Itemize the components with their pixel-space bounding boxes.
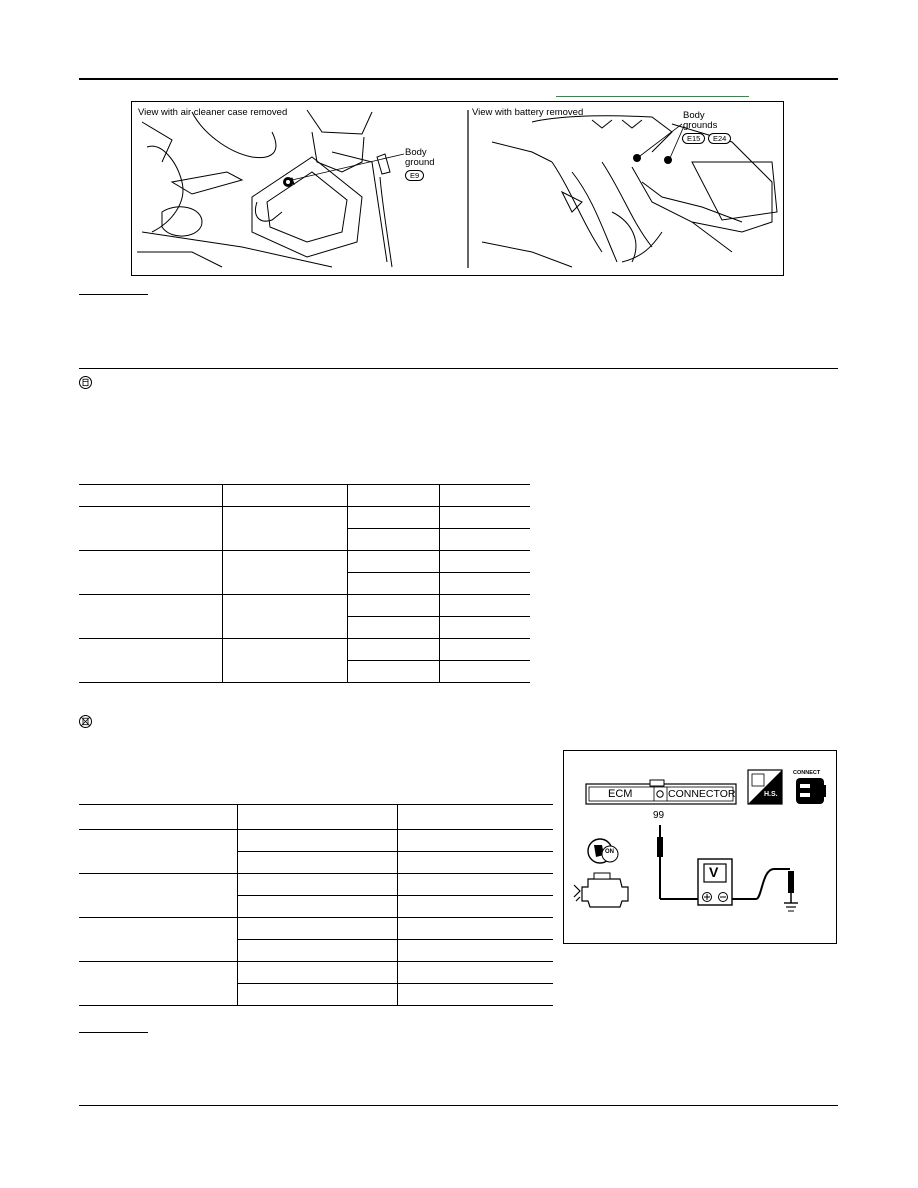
table-row — [79, 895, 553, 918]
ignition-on-label: ON — [605, 849, 614, 855]
voltmeter-label: V — [709, 864, 719, 880]
ground-location-figure: View with air cleaner case removed Body … — [131, 101, 784, 276]
section-underline-1 — [79, 294, 148, 296]
table-row — [79, 506, 530, 551]
right-view-caption: View with battery removed — [472, 107, 584, 118]
table-row — [79, 638, 530, 683]
table-row — [79, 939, 553, 962]
connector-badge-e24: E24 — [708, 133, 732, 144]
table-row — [79, 873, 553, 918]
connector-badge-e9: E9 — [405, 170, 425, 181]
table-row — [79, 961, 553, 1006]
table-row — [79, 572, 530, 595]
table-row — [79, 917, 553, 962]
table-row — [79, 528, 530, 551]
table-row — [79, 660, 530, 683]
table-header-row — [79, 484, 530, 507]
table-row — [79, 983, 553, 1006]
table-row — [79, 851, 553, 874]
ecm-label: ECM — [608, 788, 633, 800]
left-body-ground-label: Body ground — [405, 147, 435, 168]
right-body-grounds-label: Body grounds — [683, 110, 718, 131]
connector-badge-e15: E15 — [682, 133, 706, 144]
data-monitor-icon — [79, 376, 92, 389]
left-view-caption: View with air cleaner case removed — [138, 107, 288, 118]
terminal-number: 99 — [653, 810, 665, 821]
section-divider — [79, 368, 838, 369]
connect-label: CONNECT — [793, 770, 821, 776]
data-monitor-table — [79, 484, 530, 683]
ecm-terminal-table — [79, 804, 553, 1006]
table-row — [79, 550, 530, 595]
header-rule — [79, 78, 838, 80]
footer-rule — [79, 1105, 838, 1106]
table-header-row — [79, 804, 553, 830]
ecm-circuit-illustration — [573, 769, 826, 912]
table-row — [79, 616, 530, 639]
table-row — [79, 594, 530, 639]
hs-label: H.S. — [764, 791, 778, 798]
header-link-underline[interactable] — [556, 96, 749, 97]
without-consult-icon — [79, 715, 92, 728]
table-row — [79, 829, 553, 874]
section-underline-2 — [79, 1032, 148, 1034]
ecm-voltage-check-diagram: ECM CONNECTOR 99 V H.S. CONNECT ON — [563, 750, 837, 944]
connector-label: CONNECTOR — [668, 788, 736, 800]
